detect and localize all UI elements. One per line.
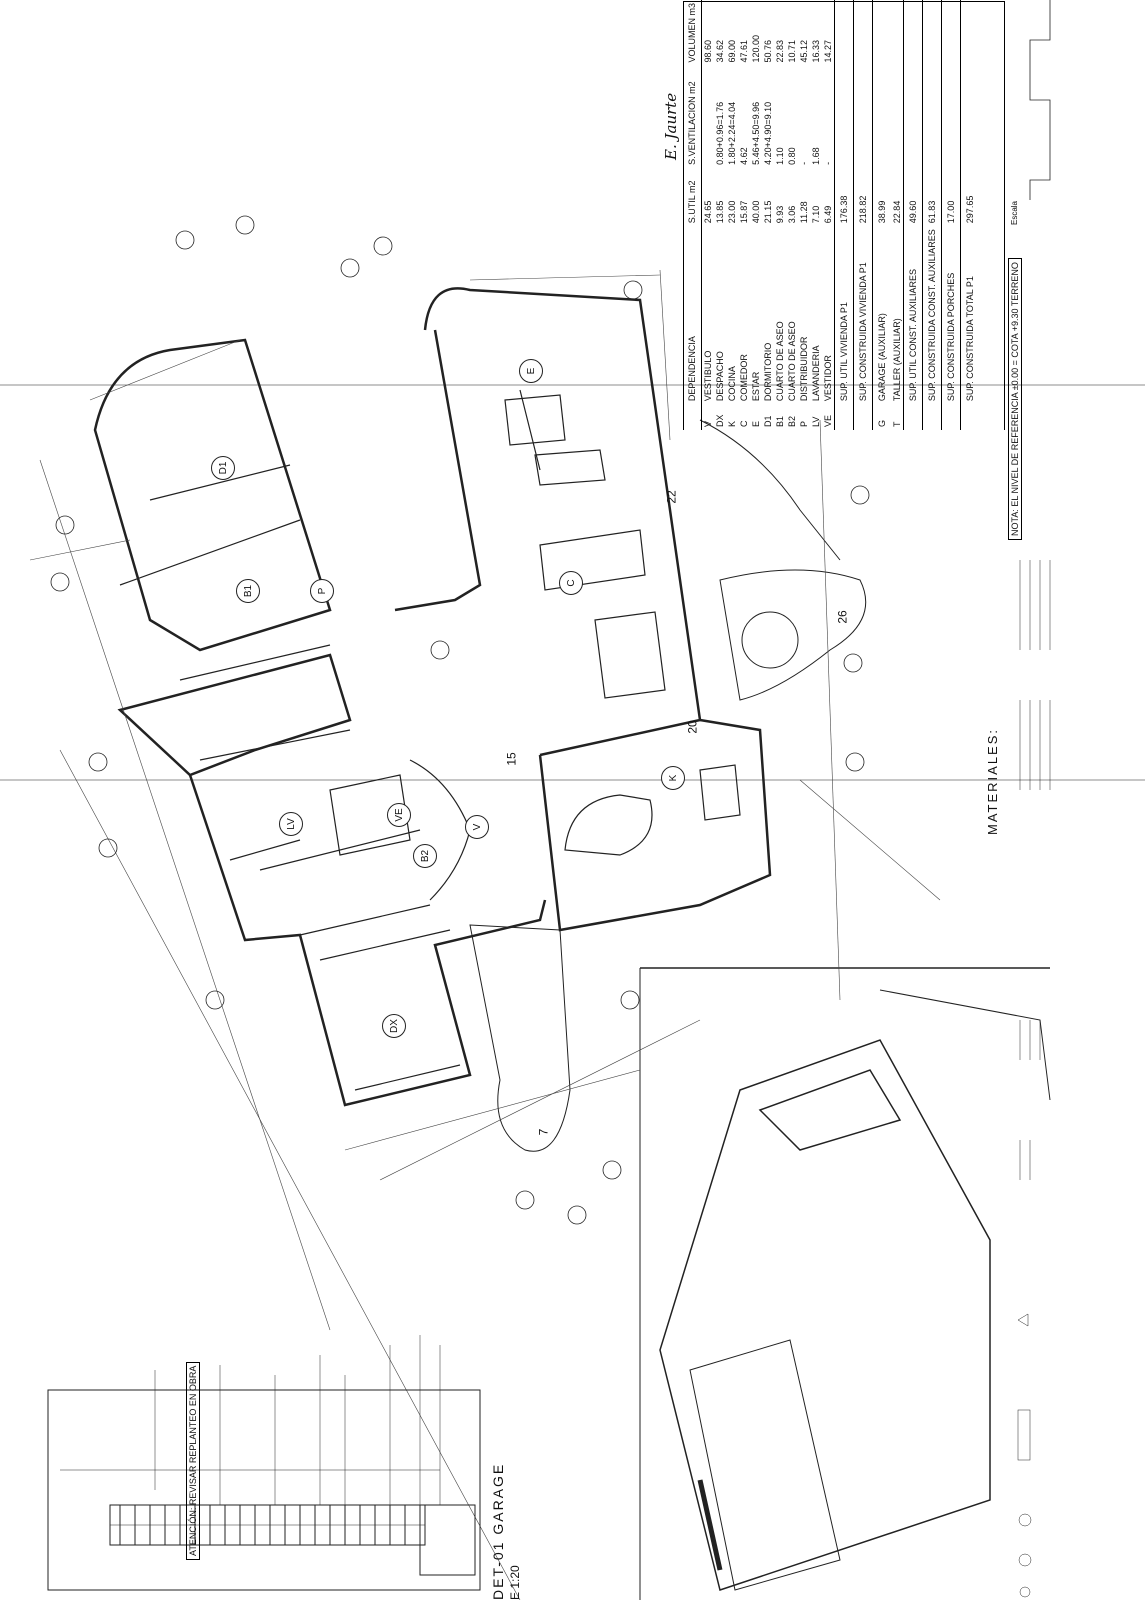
level-marker: 15 [504, 752, 519, 766]
room-tag-v: V [465, 815, 489, 839]
level-marker: 22 [664, 490, 679, 504]
outbuilding [639, 967, 1051, 1600]
materials-legend [1017, 560, 1051, 1598]
interior-walls [119, 389, 741, 1091]
room-tag-d1: D1 [211, 456, 235, 480]
room-tag-c: C [559, 571, 583, 595]
note-reference-level: NOTA: EL NIVEL DE REFERENCIA ±0.00 = COT… [1008, 258, 1022, 540]
room-tag-ve: VE [387, 803, 411, 827]
section-markers [50, 215, 870, 1225]
level-marker: 20 [685, 720, 700, 734]
dimension-lines [29, 269, 941, 1600]
room-tag-p: P [310, 579, 334, 603]
note-atencion: ATENCIÓN: REVISAR REPLANTEO EN OBRA [186, 1361, 200, 1560]
level-marker: 26 [835, 610, 850, 624]
areas-table: DEPENDENCIA S.UTIL m2 S.VENTILACION m2 V… [683, 0, 1005, 430]
garage-detail [47, 1335, 481, 1591]
detail-scale: E 1:20 [508, 1565, 522, 1600]
room-tag-k: K [661, 766, 685, 790]
scale-bar [1029, 0, 1051, 200]
materials-title: MATERIALES: [985, 727, 1000, 835]
room-tag-dx: DX [382, 1014, 406, 1038]
house-walls [93, 287, 772, 1107]
signature: E. Jaurte [662, 92, 680, 160]
detail-title: DET-01 GARAGE [490, 1462, 506, 1600]
level-marker: 7 [536, 1128, 551, 1136]
table-frame [683, 1, 1005, 430]
room-tag-lv: LV [279, 812, 303, 836]
room-tag-e: E [519, 359, 543, 383]
scale-label: Escala [1010, 200, 1019, 225]
room-tag-b1: B1 [236, 579, 260, 603]
terraces [469, 419, 867, 1152]
room-tag-b2: B2 [413, 844, 437, 868]
